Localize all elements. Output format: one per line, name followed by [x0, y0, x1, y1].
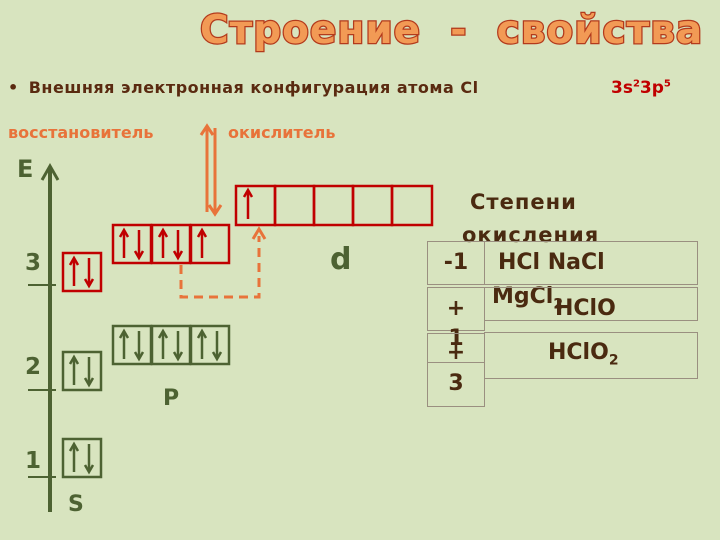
reducer-label: восстановитель — [8, 123, 154, 142]
level-2-label: 2 — [25, 354, 42, 380]
config-3p: 3p — [639, 78, 664, 98]
ox-compound-cell-2 — [484, 287, 698, 321]
orbital-3s — [61, 251, 103, 293]
config-3s-exp: 2 — [632, 78, 640, 90]
sublevel-p-label: P — [163, 386, 180, 411]
slide-title: Строение - свойства — [199, 7, 704, 55]
oxidizer-label: окислитель — [228, 123, 336, 142]
sublevel-d-label: d — [330, 242, 352, 277]
ox-compound-cell-1 — [484, 241, 698, 285]
level-3-label: 3 — [25, 250, 42, 276]
bullet-label: Внешняя электронная конфигурация атома C… — [28, 78, 479, 97]
sublevel-s-label: S — [68, 492, 84, 517]
transition-arrowhead — [251, 226, 267, 240]
config-3p-exp: 5 — [663, 78, 671, 90]
ox-state-cell-3 — [427, 362, 485, 407]
ox-state-2-num: 1 — [448, 326, 464, 351]
orbital-3d — [234, 184, 434, 227]
orbital-2p — [111, 324, 231, 366]
bullet-text: • Внешняя электронная конфигурация атома … — [8, 78, 479, 97]
orbital-1s — [61, 437, 103, 479]
electron-configuration: 3s23p5 — [611, 78, 671, 98]
ox-state-2-sign: + — [446, 296, 466, 321]
electron-transition-dashed — [179, 236, 261, 299]
bullet-dot: • — [8, 78, 19, 97]
ox-compound-extra: MgCl2 — [492, 284, 564, 313]
config-3s: 3s — [611, 78, 633, 98]
ox-compounds-2: HClO — [555, 296, 616, 321]
oxidation-title-1: Степени — [470, 190, 577, 214]
redox-arrows — [199, 123, 223, 217]
ox-compounds-3: HClO2 — [548, 340, 619, 369]
ox-state-3-num: 3 — [448, 371, 464, 396]
orbital-2s — [61, 350, 103, 392]
energy-label: E — [17, 155, 34, 183]
orbital-3p — [111, 223, 231, 265]
energy-axis-arrow — [40, 162, 60, 181]
level-1-label: 1 — [25, 448, 42, 474]
ox-compound-cell-3 — [484, 332, 698, 379]
ox-state-3-sign: + — [446, 340, 466, 365]
ox-compounds-1: HCl NaCl — [498, 250, 605, 275]
ox-state-1: -1 — [443, 250, 469, 275]
